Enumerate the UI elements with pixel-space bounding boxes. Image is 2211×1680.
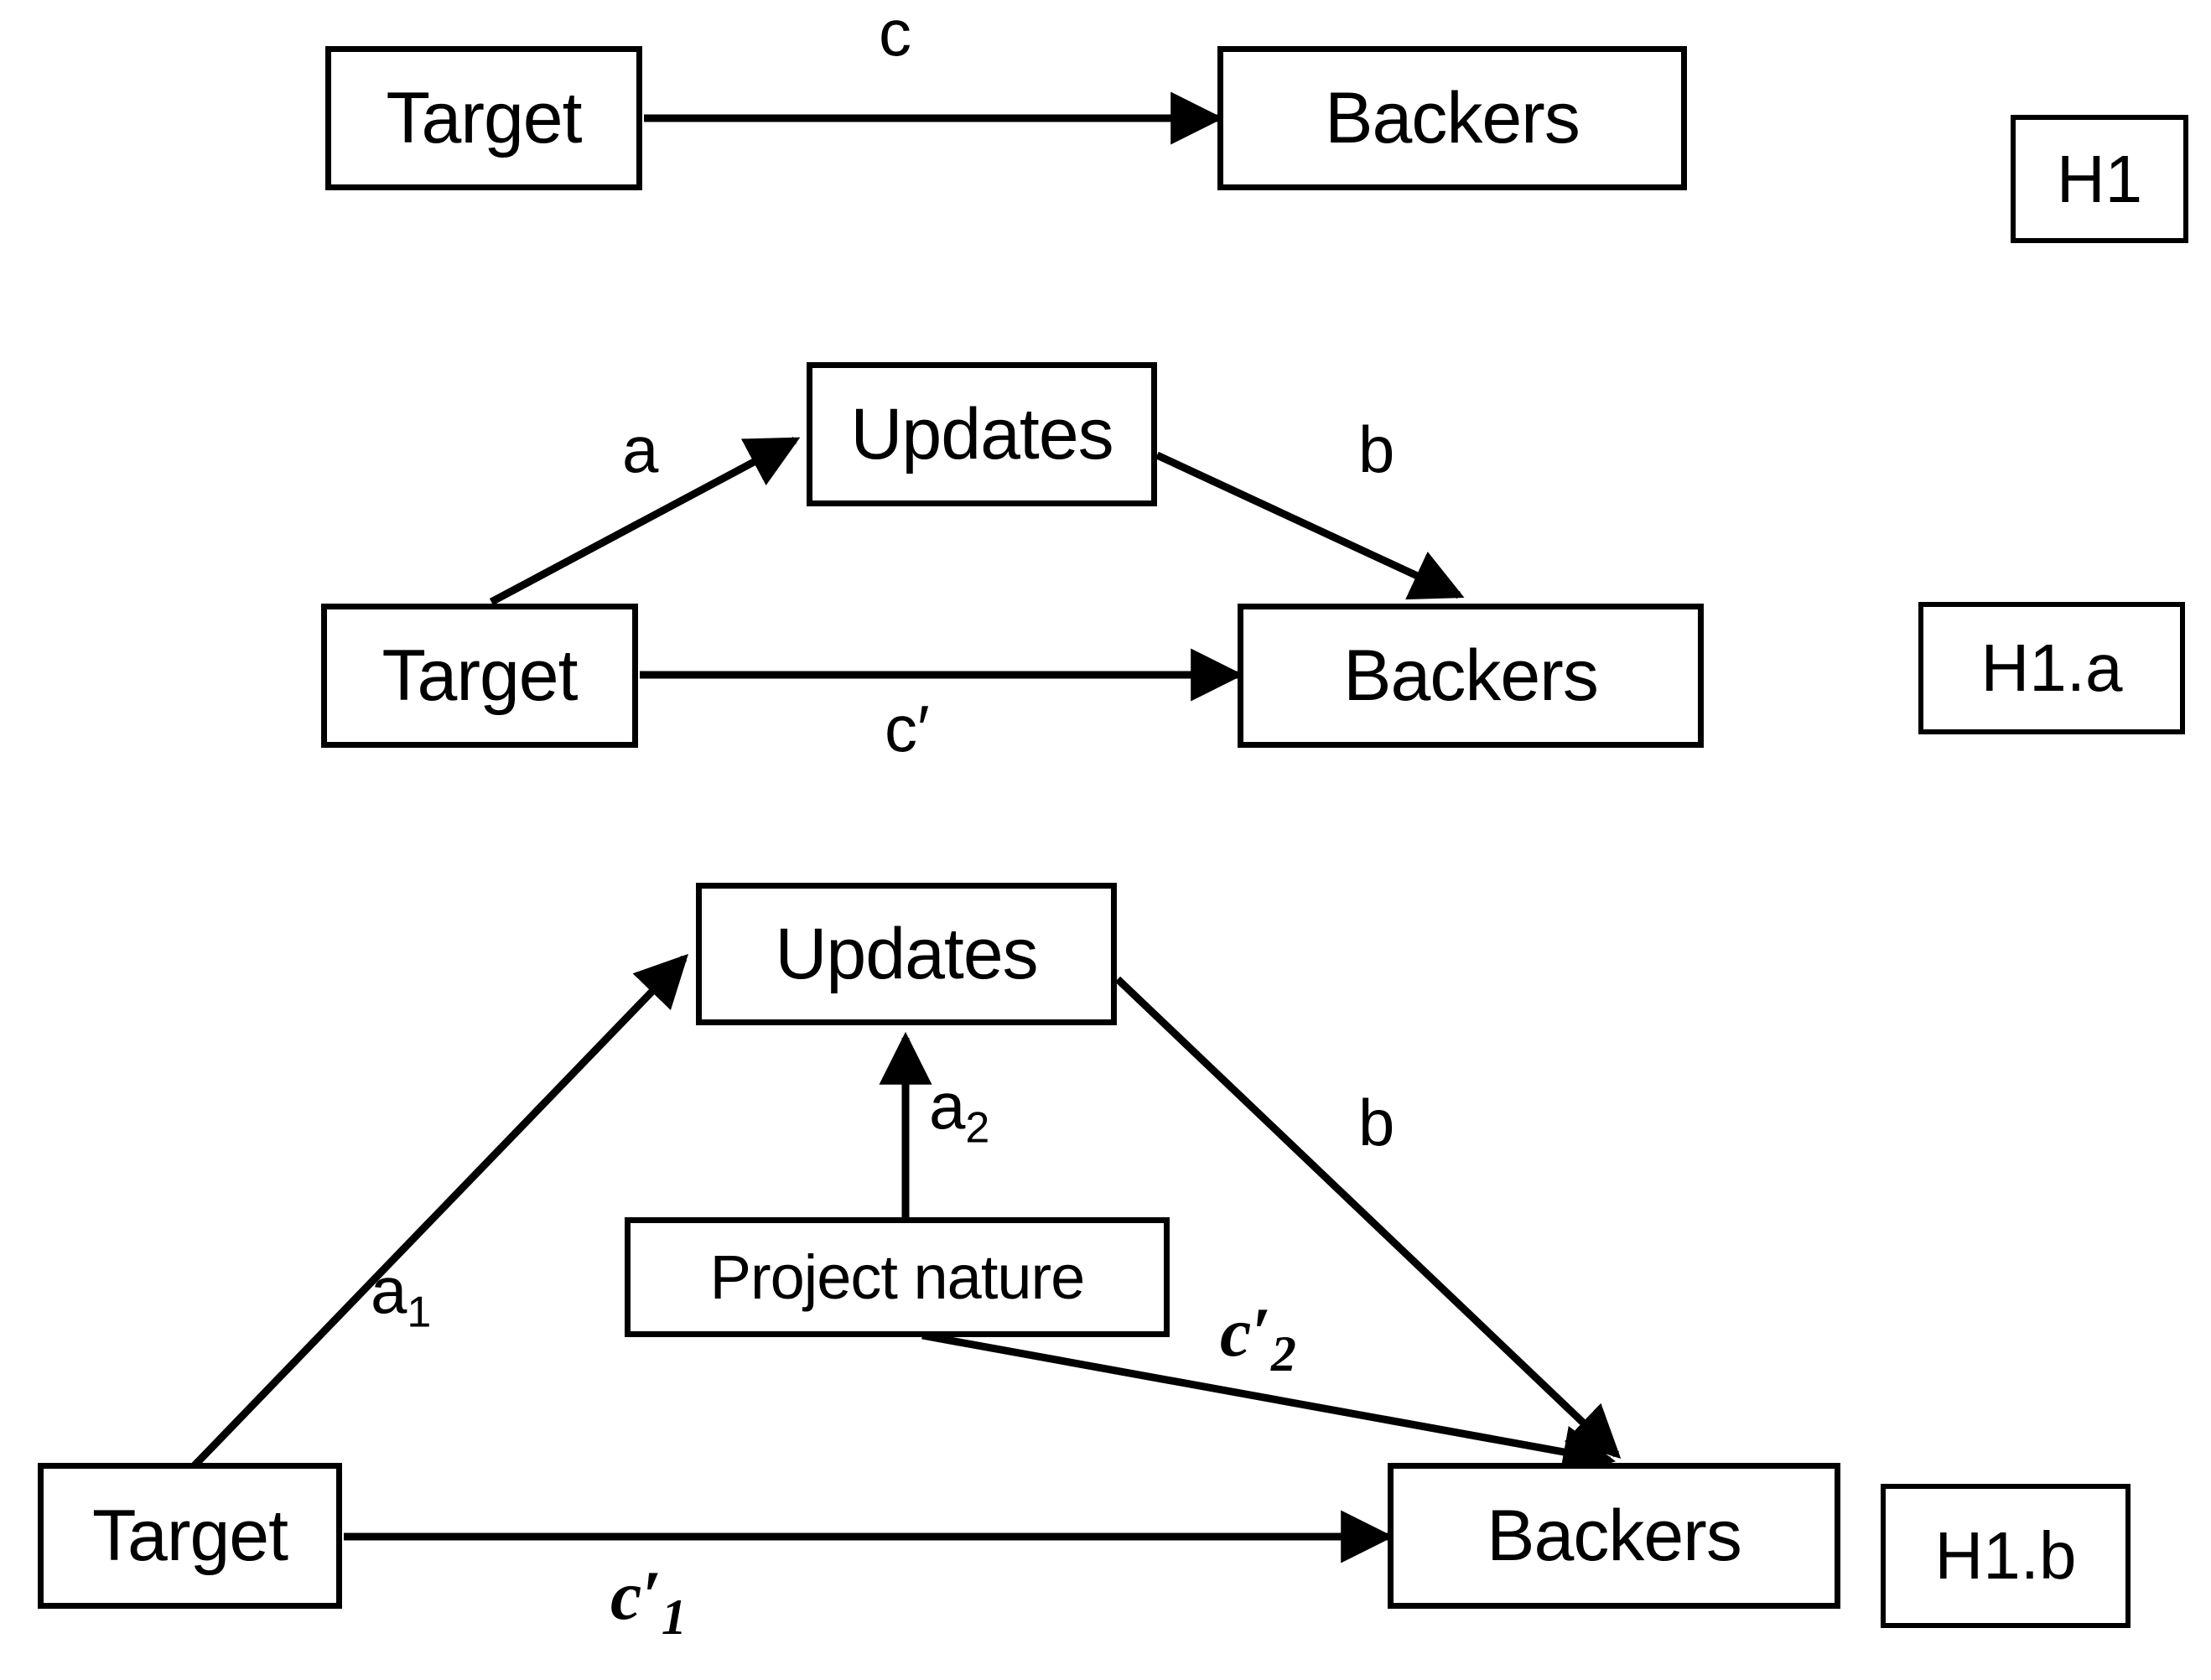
node-h1-target[interactable]: Target (325, 46, 642, 190)
path-label-h1a-cprime: c′ (885, 696, 930, 761)
path-label-h1b-c2prime-base: c′ (1220, 1294, 1271, 1371)
node-h1a-backers-label: Backers (1343, 635, 1599, 716)
path-label-h1a-a: a (622, 417, 658, 482)
node-h1-target-label: Target (386, 78, 582, 158)
hypothesis-label-h1b: H1.b (1934, 1518, 2077, 1593)
node-h1a-target-label: Target (381, 635, 578, 716)
node-h1b-project-nature-label: Project nature (709, 1242, 1086, 1312)
node-h1b-backers[interactable]: Backers (1388, 1463, 1840, 1609)
hypothesis-label-h1: H1 (2056, 141, 2143, 216)
edge-h1a-updates-backers (1155, 451, 1465, 600)
node-h1b-project-nature[interactable]: Project nature (625, 1217, 1170, 1337)
hypothesis-label-h1a: H1.a (1980, 630, 2123, 705)
path-label-h1b-a2-base: a (929, 1069, 966, 1143)
node-h1a-target[interactable]: Target (321, 604, 638, 748)
node-h1a-updates[interactable]: Updates (807, 362, 1157, 506)
hypothesis-box-h1: H1 (2011, 115, 2188, 243)
node-h1b-updates-label: Updates (775, 914, 1038, 994)
path-label-h1a-b: b (1358, 417, 1394, 482)
node-h1b-backers-label: Backers (1487, 1496, 1742, 1576)
path-label-h1b-a1-base: a (371, 1253, 407, 1327)
path-label-h1b-a2-sub: 2 (965, 1103, 990, 1153)
edge-h1b-updates-backers (1114, 976, 1622, 1459)
path-label-h1a-cprime-text: c′ (885, 692, 930, 765)
node-h1-backers[interactable]: Backers (1217, 46, 1687, 190)
edge-h1b-target-updates (191, 953, 689, 1469)
path-label-h1b-c2prime-sub: 2 (1270, 1325, 1296, 1382)
path-label-h1b-b: b (1358, 1090, 1394, 1155)
path-label-h1-c-text: c (879, 0, 911, 70)
path-label-h1-c: c (879, 0, 911, 65)
edge-h1a-target-updates (489, 437, 801, 605)
hypothesis-box-h1a: H1.a (1918, 602, 2185, 734)
path-label-h1a-b-text: b (1358, 412, 1395, 486)
path-label-h1b-c1prime: c′1 (610, 1561, 687, 1642)
path-label-h1a-a-text: a (622, 412, 659, 486)
path-label-h1b-a1: a1 (371, 1257, 431, 1335)
path-label-h1b-a2: a2 (929, 1073, 989, 1150)
hypothesis-box-h1b: H1.b (1881, 1484, 2131, 1628)
edge-h1b-projectnature-backers (921, 1331, 1617, 1479)
path-label-h1b-c1prime-base: c′ (610, 1557, 662, 1635)
path-label-h1b-c2prime: c′2 (1220, 1298, 1296, 1379)
node-h1a-backers[interactable]: Backers (1238, 604, 1704, 748)
node-h1-backers-label: Backers (1325, 78, 1580, 158)
node-h1b-target[interactable]: Target (38, 1463, 342, 1609)
node-h1a-updates-label: Updates (850, 394, 1113, 474)
path-label-h1b-b-text: b (1358, 1086, 1395, 1159)
node-h1b-updates[interactable]: Updates (696, 883, 1117, 1025)
node-h1b-target-label: Target (91, 1496, 288, 1576)
path-label-h1b-a1-sub: 1 (407, 1288, 432, 1337)
path-label-h1b-c1prime-sub: 1 (661, 1589, 687, 1645)
